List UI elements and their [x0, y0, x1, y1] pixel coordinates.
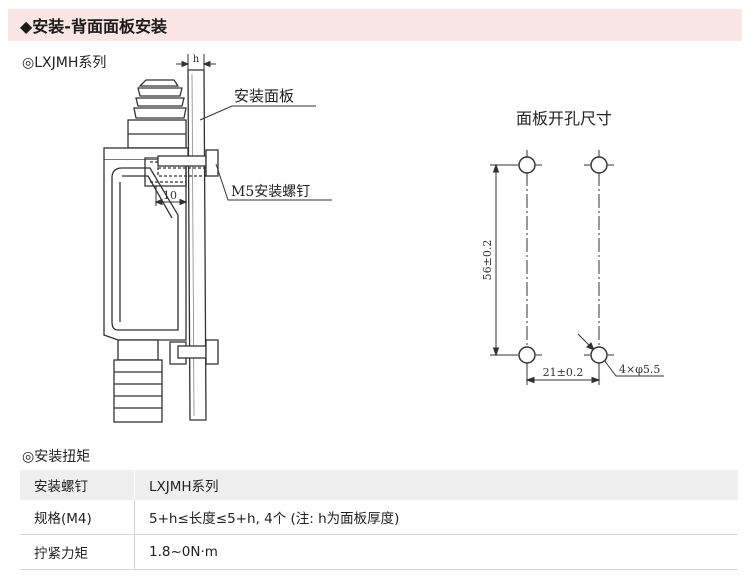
torque-table: 安装螺钉 LXJMH系列 规格(M4) 5+h≤长度≤5+h, 4个 (注: h… — [20, 470, 738, 570]
vertical-dim-label: 56±0.2 — [481, 240, 494, 281]
table-header-cell: LXJMH系列 — [134, 470, 738, 500]
mount-hole-top-right — [590, 156, 608, 174]
table-header-row: 安装螺钉 LXJMH系列 — [20, 470, 738, 500]
screw-label: M5安装螺钉 — [231, 184, 310, 200]
leader-lines — [199, 105, 332, 201]
mount-hole-top-left — [518, 156, 536, 174]
table-row: 规格(M4) 5+h≤长度≤5+h, 4个 (注: h为面板厚度) — [20, 500, 738, 535]
lower-screw — [177, 339, 219, 365]
horizontal-dim-label: 21±0.2 — [543, 366, 584, 379]
cutout-holes — [518, 156, 608, 364]
section-header-banner: ◆安装-背面面板安装 — [8, 9, 742, 41]
table-header-cell: 安装螺钉 — [20, 470, 135, 500]
dim-10 — [154, 186, 188, 206]
table-row: 拧紧力矩 1.8~0N·m — [20, 534, 738, 570]
table-cell: 规格(M4) — [20, 500, 135, 535]
mount-hole-bottom-left — [518, 346, 536, 364]
h-dimension — [176, 54, 216, 72]
mounting-panel — [187, 69, 207, 421]
series-label: ◎LXJMH系列 — [22, 55, 107, 71]
switch-side-view — [103, 79, 189, 423]
hole-spec-label: 4×φ5.5 — [619, 363, 660, 376]
table-cell: 1.8~0N·m — [134, 534, 738, 570]
table-cell: 5+h≤长度≤5+h, 4个 (注: h为面板厚度) — [134, 500, 738, 535]
h-label: h — [193, 54, 200, 65]
mounting-drawing: h 10 安装面板 M5安装螺钉 面板开孔尺寸 — [103, 54, 664, 423]
upper-screw — [157, 149, 219, 177]
panel-label: 安装面板 — [234, 87, 294, 105]
mount-hole-bottom-right — [590, 346, 608, 364]
section-title: ◆安装-背面面板安装 — [20, 17, 167, 36]
cutout-title: 面板开孔尺寸 — [516, 109, 612, 128]
cutout-drawing — [490, 150, 664, 385]
table-cell: 拧紧力矩 — [20, 534, 135, 570]
torque-label: ◎安装扭矩 — [22, 449, 91, 465]
dim-10-label: 10 — [163, 189, 177, 202]
